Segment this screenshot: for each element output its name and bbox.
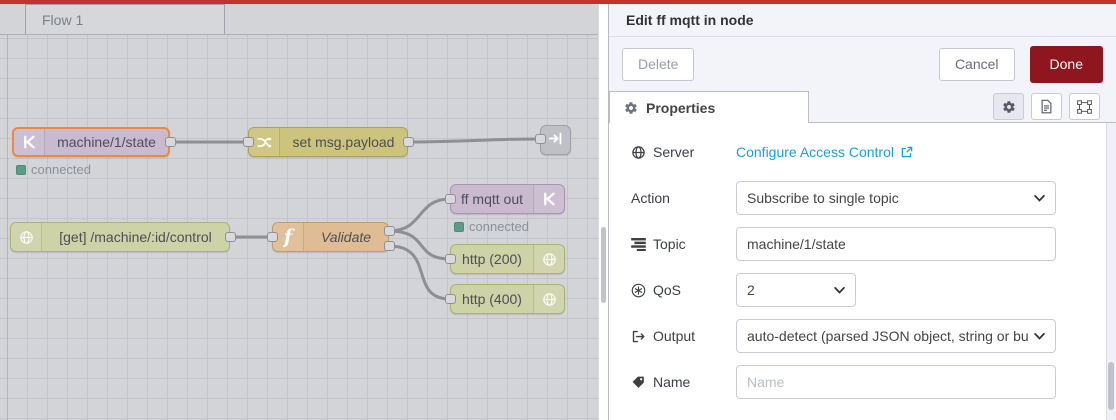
chevron-down-icon (1034, 332, 1045, 340)
wire[interactable] (387, 229, 452, 261)
tab-properties-label: Properties (646, 99, 716, 116)
input-port[interactable] (535, 134, 546, 144)
edit-dialog-tabs: Properties (609, 91, 1116, 123)
globe-icon (533, 285, 564, 313)
tab-flow-1[interactable]: Flow 1 (25, 4, 225, 34)
tag-icon (631, 375, 646, 390)
qos-icon (631, 283, 646, 298)
status-text: connected (31, 162, 91, 177)
tasks-icon (631, 237, 646, 251)
flow-canvas[interactable]: Flow 1 machine/1/state connected (0, 4, 598, 420)
output-port[interactable] (165, 137, 176, 147)
name-input[interactable] (736, 365, 1056, 399)
shuffle-icon (249, 128, 280, 156)
node-function[interactable]: f Validate (272, 222, 389, 252)
node-http-response-200[interactable]: http (200) (450, 244, 565, 274)
form-row-action: Action Subscribe to single topic (631, 175, 1116, 221)
appearance-tab-button[interactable] (1069, 93, 1100, 120)
gear-icon (1002, 100, 1016, 114)
chevron-down-icon (834, 286, 845, 294)
input-port[interactable] (445, 294, 456, 304)
wires (168, 137, 542, 301)
object-group-icon (1077, 99, 1092, 114)
cancel-button[interactable]: Cancel (938, 47, 1015, 81)
status-text: connected (469, 219, 529, 234)
mqtt-icon (533, 185, 564, 213)
node-label: http (400) (462, 291, 522, 307)
input-port[interactable] (243, 137, 254, 147)
delete-button[interactable]: Delete (622, 47, 695, 81)
form-row-output: Output auto-detect (parsed JSON object, … (631, 313, 1116, 359)
wire[interactable] (406, 137, 542, 144)
node-mqtt-out[interactable]: ff mqtt out (450, 184, 565, 214)
output-select[interactable]: auto-detect (parsed JSON object, string … (736, 319, 1056, 353)
topic-input[interactable] (736, 227, 1056, 261)
sign-out-icon (631, 329, 646, 344)
output-label: Output (631, 328, 736, 344)
description-tab-button[interactable] (1031, 93, 1062, 120)
header-bar (0, 0, 1116, 4)
canvas-scrollbar[interactable] (598, 4, 608, 420)
canvas-scrollbar-thumb[interactable] (601, 227, 606, 303)
globe-icon (533, 245, 564, 273)
node-label: Validate (320, 229, 372, 245)
form-row-server: Server Configure Access Control (631, 129, 1116, 175)
mqtt-icon (14, 129, 45, 155)
wire[interactable] (387, 197, 452, 233)
configure-access-control-link[interactable]: Configure Access Control (736, 144, 914, 160)
status-dot-icon (16, 164, 26, 175)
action-select[interactable]: Subscribe to single topic (736, 181, 1056, 215)
node-label: [get] /machine/:id/control (59, 229, 212, 245)
node-label: http (200) (462, 251, 522, 267)
input-port[interactable] (445, 254, 456, 264)
topic-label: Topic (631, 236, 736, 252)
panel-scrollbar-thumb[interactable] (1108, 362, 1114, 410)
node-label: set msg.payload (292, 134, 395, 150)
node-label: machine/1/state (57, 134, 156, 150)
form-row-qos: QoS 2 (631, 267, 1116, 313)
properties-tab-button[interactable] (993, 93, 1024, 120)
edit-dialog: Edit ff mqtt in node Delete Cancel Done … (608, 4, 1116, 420)
action-label: Action (631, 190, 670, 206)
link-out-icon (541, 130, 570, 150)
globe-icon (631, 145, 646, 160)
node-status: connected (454, 219, 529, 234)
node-mqtt-in[interactable]: machine/1/state (12, 127, 170, 157)
output-port-2[interactable] (384, 241, 395, 251)
edit-dialog-title: Edit ff mqtt in node (609, 4, 1116, 37)
globe-icon (11, 223, 42, 251)
name-label: Name (631, 374, 736, 390)
properties-form: Server Configure Access Control Action S… (609, 123, 1116, 405)
input-port[interactable] (445, 194, 456, 204)
file-text-icon (1040, 99, 1053, 114)
node-status: connected (16, 162, 91, 177)
status-dot-icon (454, 221, 464, 232)
node-http-in[interactable]: [get] /machine/:id/control (10, 222, 230, 252)
node-http-response-400[interactable]: http (400) (450, 284, 565, 314)
gear-icon (624, 101, 638, 115)
node-label: ff mqtt out (461, 191, 523, 207)
wire[interactable] (387, 244, 452, 301)
input-port[interactable] (267, 232, 278, 242)
output-port[interactable] (225, 232, 236, 242)
output-port[interactable] (403, 137, 414, 147)
chevron-down-icon (1034, 194, 1045, 202)
edit-dialog-toolbar: Delete Cancel Done (609, 37, 1116, 91)
done-button[interactable]: Done (1029, 45, 1103, 83)
form-row-name: Name (631, 359, 1116, 405)
qos-label: QoS (631, 282, 736, 298)
tab-properties[interactable]: Properties (609, 91, 809, 123)
qos-select[interactable]: 2 (736, 273, 856, 307)
form-row-topic: Topic (631, 221, 1116, 267)
panel-scrollbar[interactable] (1106, 123, 1116, 420)
external-link-icon (900, 145, 914, 159)
function-icon: f (273, 223, 304, 251)
server-label: Server (631, 144, 736, 160)
output-port-1[interactable] (384, 226, 395, 236)
canvas-left-edge (7, 4, 8, 420)
node-change[interactable]: set msg.payload (248, 127, 408, 157)
